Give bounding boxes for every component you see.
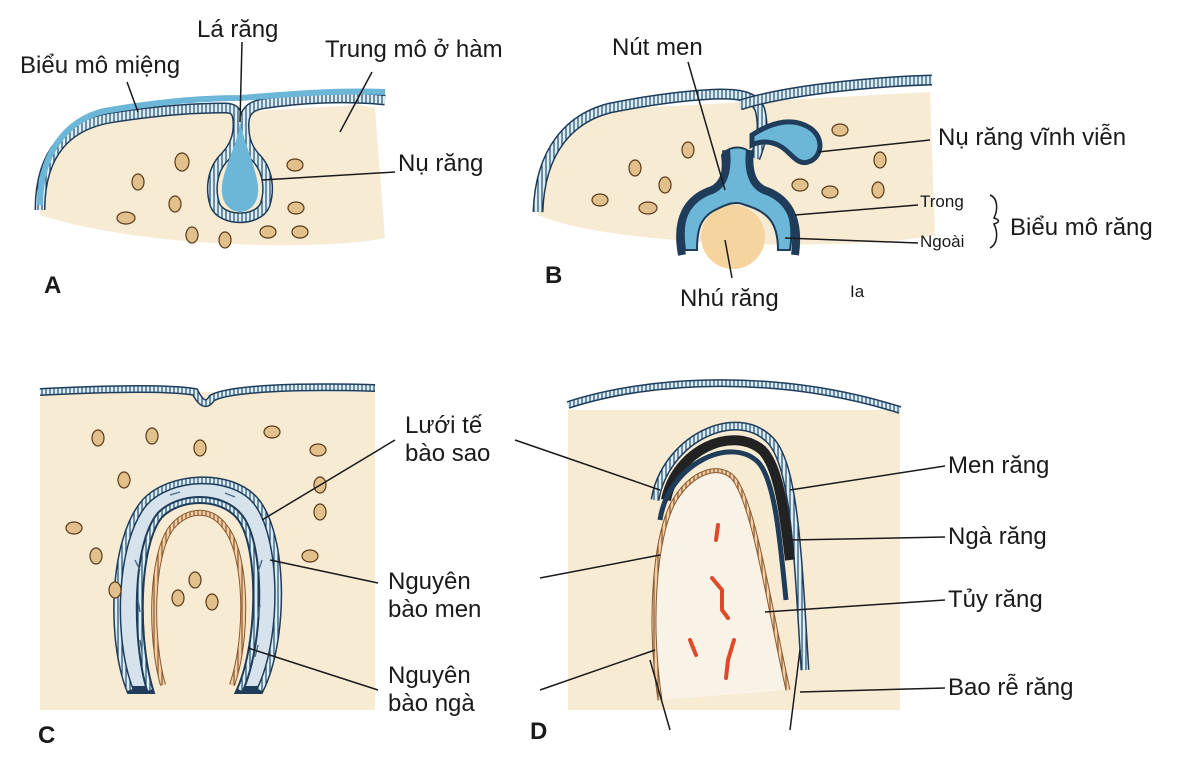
panel-c-cells xyxy=(65,425,327,611)
panel-label-a: A xyxy=(44,272,62,299)
label-stellate-reticulum: Lưới tế bào sao xyxy=(405,412,491,467)
label-ameloblasts: Nguyên bào men xyxy=(388,568,482,623)
label-dental-lamina: Lá răng xyxy=(197,16,279,43)
label-permanent-tooth-bud: Nụ răng vĩnh viễn xyxy=(938,124,1127,151)
panel-d-root-sheath-right xyxy=(789,649,801,731)
panel-b-oral-epithelium-fill xyxy=(534,89,767,213)
panel-c-leader-lines xyxy=(247,439,396,691)
label-pulp: Tủy răng xyxy=(948,586,1043,613)
panel-c-ameloblast-hatch xyxy=(137,498,259,691)
panel-a-bud-core xyxy=(221,118,259,212)
panel-a-oral-epithelium-fill xyxy=(36,93,386,222)
label-inner: Trong xyxy=(920,192,964,211)
panel-a-leader-lines xyxy=(126,41,396,181)
panel-d-root-sheath-left xyxy=(649,659,671,731)
panel-b-permanent-bud xyxy=(749,119,823,166)
label-root-sheath: Bao rễ răng xyxy=(948,674,1074,701)
panel-b-drawing xyxy=(532,61,1000,279)
stray-mark: Ia xyxy=(850,282,865,301)
panel-c-drawing xyxy=(39,383,396,710)
panel-b-outer-epithelium-right xyxy=(745,149,800,256)
panel-c-oral-epithelium-fill xyxy=(39,384,376,406)
panel-b-epithelium-right-fill xyxy=(738,76,933,109)
panel-b-cells xyxy=(591,123,887,215)
panel-c-stellate-dashes xyxy=(134,491,263,658)
label-outer: Ngoài xyxy=(920,232,965,251)
label-dental-epithelium: Biểu mô răng xyxy=(1010,214,1153,241)
label-dentin: Ngà răng xyxy=(948,523,1047,550)
panel-b-bracket xyxy=(989,194,1000,249)
panel-d-outer-epithelium-fill xyxy=(652,423,808,671)
panel-c-mesenchyme xyxy=(40,392,375,710)
panel-d-ameloblast-layer xyxy=(657,449,789,601)
label-enamel-knot: Nút men xyxy=(612,34,703,61)
label-odontoblasts: Nguyên bào ngà xyxy=(388,662,475,717)
label-oral-epithelium: Biểu mô miệng xyxy=(20,52,181,79)
panel-b-outer-epithelium xyxy=(676,149,731,256)
panel-b-leader-lines xyxy=(687,61,931,279)
label-jaw-mesenchyme: Trung mô ở hàm xyxy=(325,36,503,63)
panel-d-oral-epithelium-fill xyxy=(567,380,901,413)
panel-d-pulp-vessels xyxy=(688,523,736,680)
label-dental-papilla: Nhú răng xyxy=(680,285,779,312)
panel-a-cells xyxy=(116,152,309,249)
panel-label-b: B xyxy=(545,262,563,289)
panel-d-enamel xyxy=(661,435,795,561)
panel-a-epithelium-top xyxy=(37,88,386,206)
panel-b-dental-papilla xyxy=(701,205,765,269)
panel-d-odontoblast-hatch xyxy=(652,469,790,701)
panel-d-drawing xyxy=(514,379,946,731)
panel-d-leader-lines xyxy=(514,439,946,693)
label-tooth-bud: Nụ răng xyxy=(398,150,484,177)
panel-label-d: D xyxy=(530,718,548,745)
panel-a-drawing xyxy=(34,41,396,249)
panel-d-pulp xyxy=(653,470,788,700)
panel-c-odontoblast-hatch xyxy=(152,510,246,686)
label-enamel: Men răng xyxy=(948,452,1050,479)
panel-label-c: C xyxy=(38,722,56,749)
panel-c-stellate-hatch xyxy=(114,477,281,692)
